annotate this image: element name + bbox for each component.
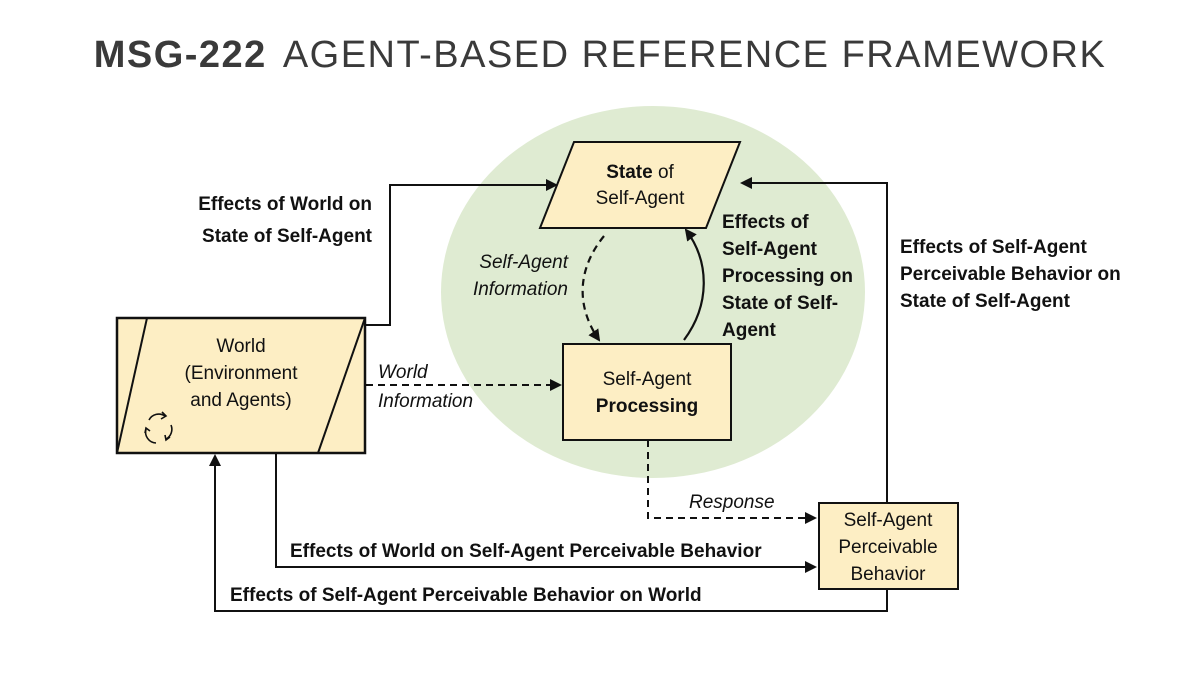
title-code: MSG-222: [93, 34, 267, 76]
label-processing-to-behavior: Response: [689, 492, 775, 513]
title-text: AGENT-BASED REFERENCE FRAMEWORK: [282, 34, 1107, 76]
node-self-agent-perceivable-behavior[interactable]: Self-Agent Perceivable Behavior: [818, 502, 959, 590]
node-state-of-self-agent[interactable]: State of Self-Agent: [538, 141, 742, 229]
cycle-arrows-icon: [144, 411, 173, 444]
label-behavior-to-world: Effects of Self-Agent Perceivable Behavi…: [230, 585, 702, 606]
behavior-node-line3: Behavior: [851, 564, 927, 585]
node-world[interactable]: World (Environment and Agents): [115, 316, 367, 455]
edge-world-to-state: [365, 179, 558, 326]
label-world-to-behavior: Effects of World on Self-Agent Perceivab…: [290, 541, 762, 562]
svg-text:State of Self-Agent: State of Self-Agent: [900, 291, 1071, 312]
edge-state-to-processing: [581, 235, 605, 342]
edge-processing-to-state: [683, 228, 705, 341]
svg-text:World: World: [378, 362, 429, 383]
svg-text:Self-Agent: Self-Agent: [722, 239, 818, 260]
edge-world-to-behavior: [275, 453, 817, 573]
svg-text:State of Self-Agent: State of Self-Agent: [202, 226, 373, 247]
svg-text:Information: Information: [473, 279, 568, 300]
node-self-agent-processing[interactable]: Self-Agent Processing: [562, 343, 732, 441]
label-processing-to-state: Effects of Self-Agent Processing on Stat…: [722, 212, 853, 341]
svg-text:Agent: Agent: [722, 320, 777, 341]
diagram-title: MSG-222 AGENT-BASED REFERENCE FRAMEWORK: [0, 34, 1200, 77]
label-world-to-processing: World Information: [378, 362, 473, 412]
svg-text:Effects of World on: Effects of World on: [198, 194, 372, 215]
edge-processing-to-behavior: [647, 440, 817, 524]
world-node-line2: (Environment: [185, 363, 299, 384]
world-node-line3: and Agents): [190, 390, 291, 411]
behavior-node-line2: Perceivable: [838, 537, 937, 558]
behavior-node-line1: Self-Agent: [844, 510, 933, 531]
label-behavior-to-state: Effects of Self-Agent Perceivable Behavi…: [900, 237, 1121, 312]
edge-behavior-to-world: [209, 454, 888, 612]
state-node-line1: State of: [606, 162, 674, 183]
svg-text:Processing on: Processing on: [722, 266, 853, 287]
label-state-to-processing: Self-Agent Information: [473, 252, 569, 300]
svg-text:Effects of: Effects of: [722, 212, 809, 233]
svg-text:Effects of Self-Agent: Effects of Self-Agent: [900, 237, 1088, 258]
label-world-to-state: Effects of World on State of Self-Agent: [198, 194, 372, 247]
state-node-line2: Self-Agent: [596, 188, 685, 209]
svg-text:State of Self-: State of Self-: [722, 293, 838, 314]
processing-node-line1: Self-Agent: [603, 369, 692, 390]
edge-behavior-to-state: [740, 177, 888, 503]
svg-text:Information: Information: [378, 391, 473, 412]
processing-node-line2: Processing: [596, 396, 698, 417]
world-node-line1: World: [216, 336, 265, 357]
svg-text:Perceivable Behavior on: Perceivable Behavior on: [900, 264, 1121, 285]
svg-text:Self-Agent: Self-Agent: [479, 252, 568, 273]
